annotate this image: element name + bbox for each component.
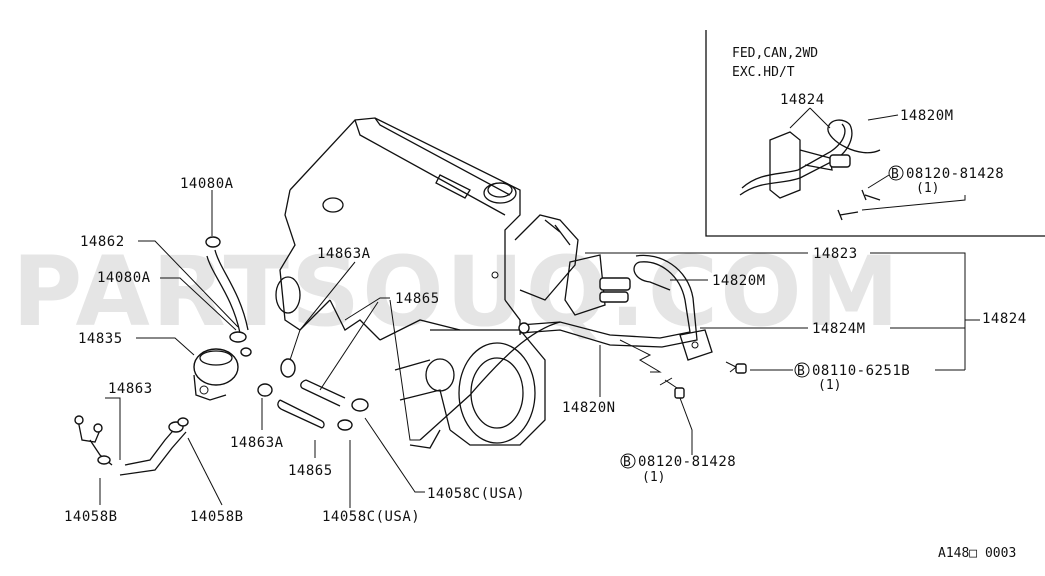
bolt1-circle: B (794, 362, 810, 379)
inset-condition-2: EXC.HD/T (732, 65, 795, 80)
bolt1-qty: (1) (818, 378, 841, 393)
inset-pipe-drawing (739, 119, 881, 221)
label-14824[interactable]: 14824 (982, 311, 1027, 327)
label-14058B-left[interactable]: 14058B (64, 509, 118, 525)
inset-label-14824[interactable]: 14824 (780, 92, 825, 108)
label-14865-bottom[interactable]: 14865 (288, 463, 333, 479)
svg-text:B: B (797, 364, 805, 379)
inset-label-bolt[interactable]: 08120-81428 (906, 166, 1004, 182)
label-14080A-top[interactable]: 14080A (180, 176, 234, 192)
label-14863[interactable]: 14863 (108, 381, 153, 397)
label-14865-top[interactable]: 14865 (395, 291, 440, 307)
label-14835[interactable]: 14835 (78, 331, 123, 347)
label-14863A-bottom[interactable]: 14863A (230, 435, 284, 451)
inset-bolt-qty: (1) (916, 181, 939, 196)
pipe-assembly (419, 254, 747, 441)
label-14058C-bottom[interactable]: 14058C(USA) (322, 509, 420, 525)
inset-bolt-circle: B (888, 165, 904, 182)
label-14863A-top[interactable]: 14863A (317, 246, 371, 262)
label-14862[interactable]: 14862 (80, 234, 125, 250)
label-bolt-08120[interactable]: 08120-81428 (638, 454, 736, 470)
bolt2-circle: B (620, 453, 636, 470)
label-14824M[interactable]: 14824M (812, 321, 866, 337)
label-14058B-right[interactable]: 14058B (190, 509, 244, 525)
figure-code: A148□ 0003 (938, 546, 1016, 561)
leader-lines (99, 190, 980, 508)
label-14823[interactable]: 14823 (813, 246, 858, 262)
inset-panel: FED,CAN,2WD EXC.HD/T 14824 14820M B 0812… (705, 30, 1045, 237)
label-14058C-right[interactable]: 14058C(USA) (427, 486, 525, 502)
svg-text:B: B (623, 455, 631, 470)
label-14080A-mid[interactable]: 14080A (97, 270, 151, 286)
engine-drawing (275, 117, 579, 449)
bolt2-qty: (1) (642, 470, 665, 485)
part-labels: 14080A 14862 14080A 14835 14863 14058B 1… (64, 176, 1027, 561)
inset-condition-1: FED,CAN,2WD (732, 46, 818, 61)
inset-label-14820M[interactable]: 14820M (900, 108, 954, 124)
label-bolt-08110[interactable]: 08110-6251B (812, 363, 910, 379)
label-14820M[interactable]: 14820M (712, 273, 766, 289)
label-14820N[interactable]: 14820N (562, 400, 616, 416)
svg-text:B: B (891, 167, 899, 182)
left-parts (74, 236, 369, 476)
